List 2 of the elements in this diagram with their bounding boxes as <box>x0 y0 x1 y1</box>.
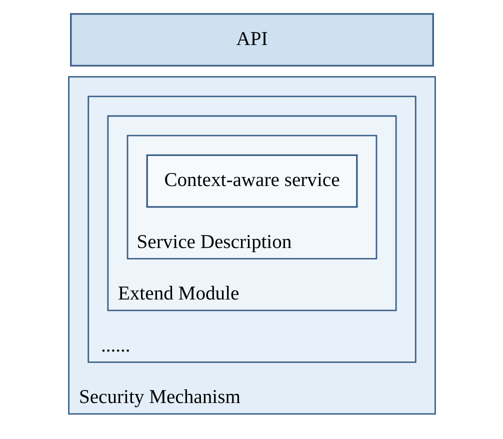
node-box: Context-aware service <box>146 154 358 208</box>
node-box: API <box>70 13 434 66</box>
